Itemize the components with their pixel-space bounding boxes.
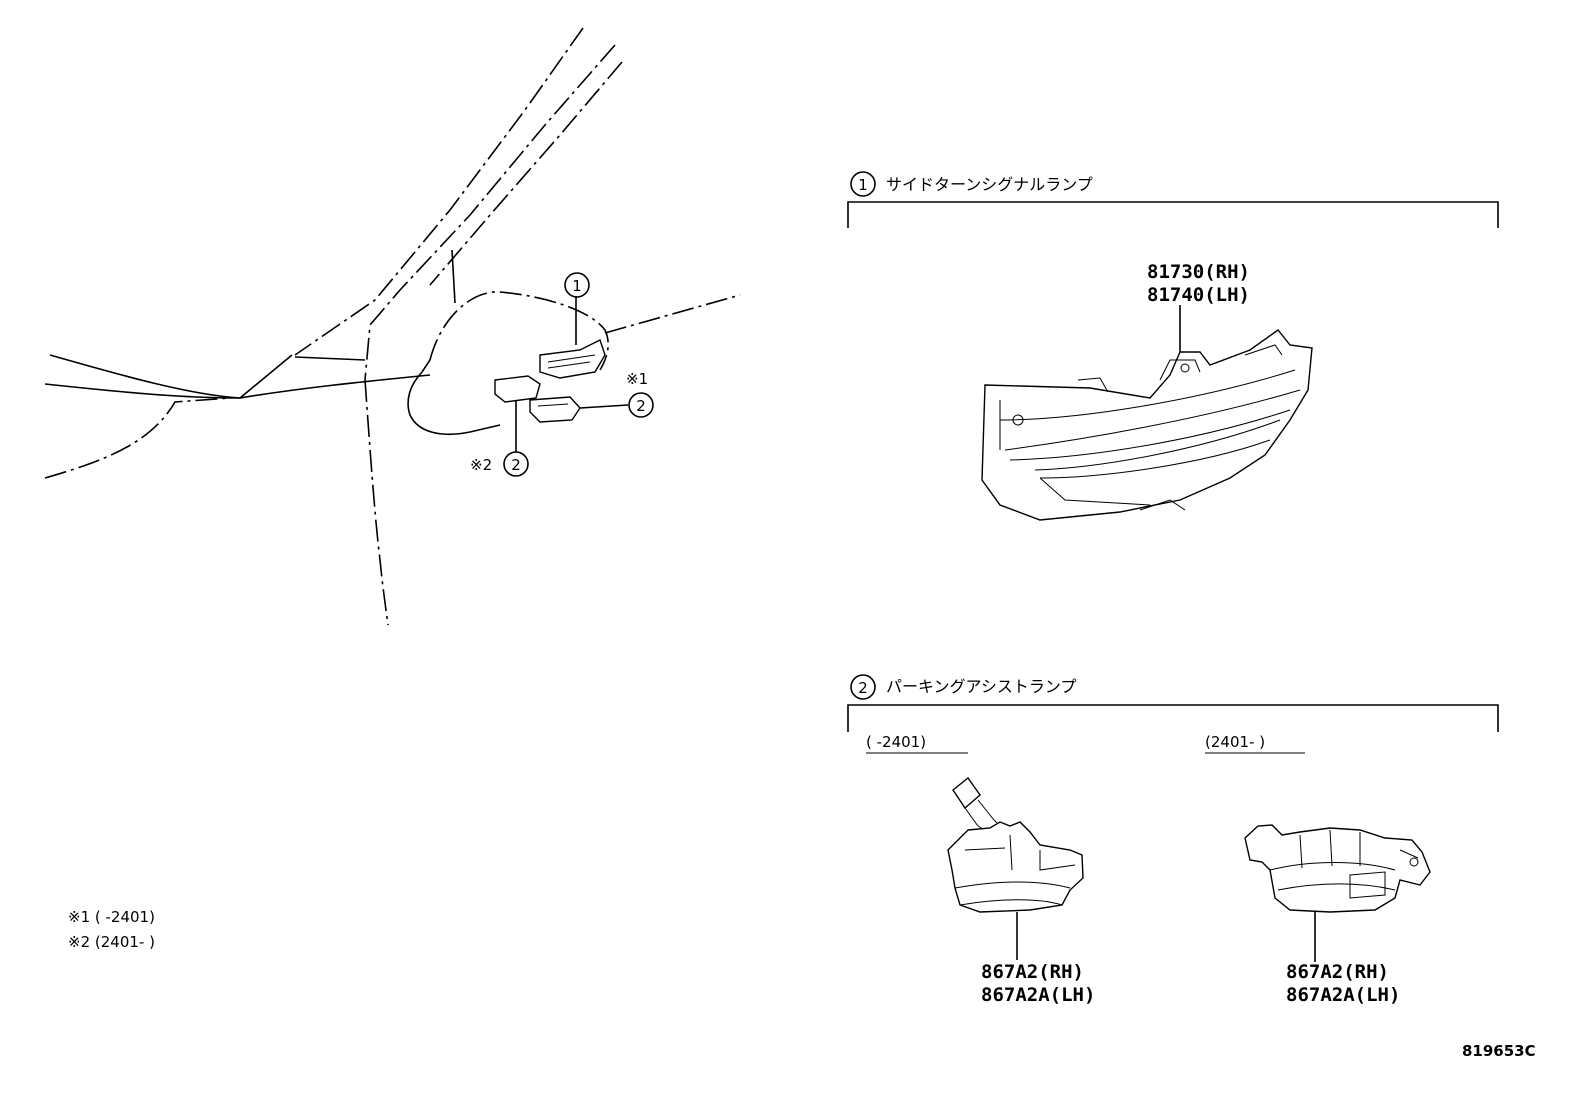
note-2: ※2 (2401- )	[68, 933, 155, 951]
section2-title: パーキングアシストランプ	[886, 677, 1076, 696]
section2-number-circle	[850, 674, 876, 700]
callout-1-number: 1	[572, 277, 582, 295]
callout-1-circle	[564, 272, 590, 298]
side-turn-signal-lamp-illustration	[981, 329, 1313, 521]
section1-number: 1	[858, 176, 868, 194]
drawing-code: 819653C	[1462, 1042, 1536, 1060]
section1-bracket	[847, 201, 1499, 228]
section2-variant-b-part-lh: 867A2A(LH)	[1286, 984, 1400, 1006]
note-mark-1: ※1	[626, 370, 648, 388]
parking-assist-lamp-a-illustration	[947, 776, 1084, 913]
section1-title: サイドターンシグナルランプ	[886, 175, 1093, 194]
note-1: ※1 ( -2401)	[68, 908, 155, 926]
callout-2a-number: 2	[636, 397, 646, 415]
section2-variant-a-part-lh: 867A2A(LH)	[981, 984, 1095, 1006]
callout-2b-number: 2	[511, 456, 521, 474]
callout-2a-circle	[628, 392, 654, 418]
section2-variant-b-part-rh: 867A2(RH)	[1286, 961, 1389, 983]
vehicle-overview	[44, 27, 741, 626]
section1-part-lh: 81740(LH)	[1147, 284, 1250, 306]
section1-number-circle	[850, 171, 876, 197]
callout-2b-circle	[503, 451, 529, 477]
section2-variant-b-label: (2401- )	[1205, 733, 1265, 751]
note-mark-2: ※2	[470, 456, 492, 474]
section2-variant-a-part-rh: 867A2(RH)	[981, 961, 1084, 983]
section2-variant-a-label: ( -2401)	[866, 733, 926, 751]
parking-assist-lamp-b-illustration	[1244, 824, 1431, 913]
section2-bracket	[847, 704, 1499, 732]
section2-number: 2	[858, 679, 868, 697]
section1-part-rh: 81730(RH)	[1147, 261, 1250, 283]
